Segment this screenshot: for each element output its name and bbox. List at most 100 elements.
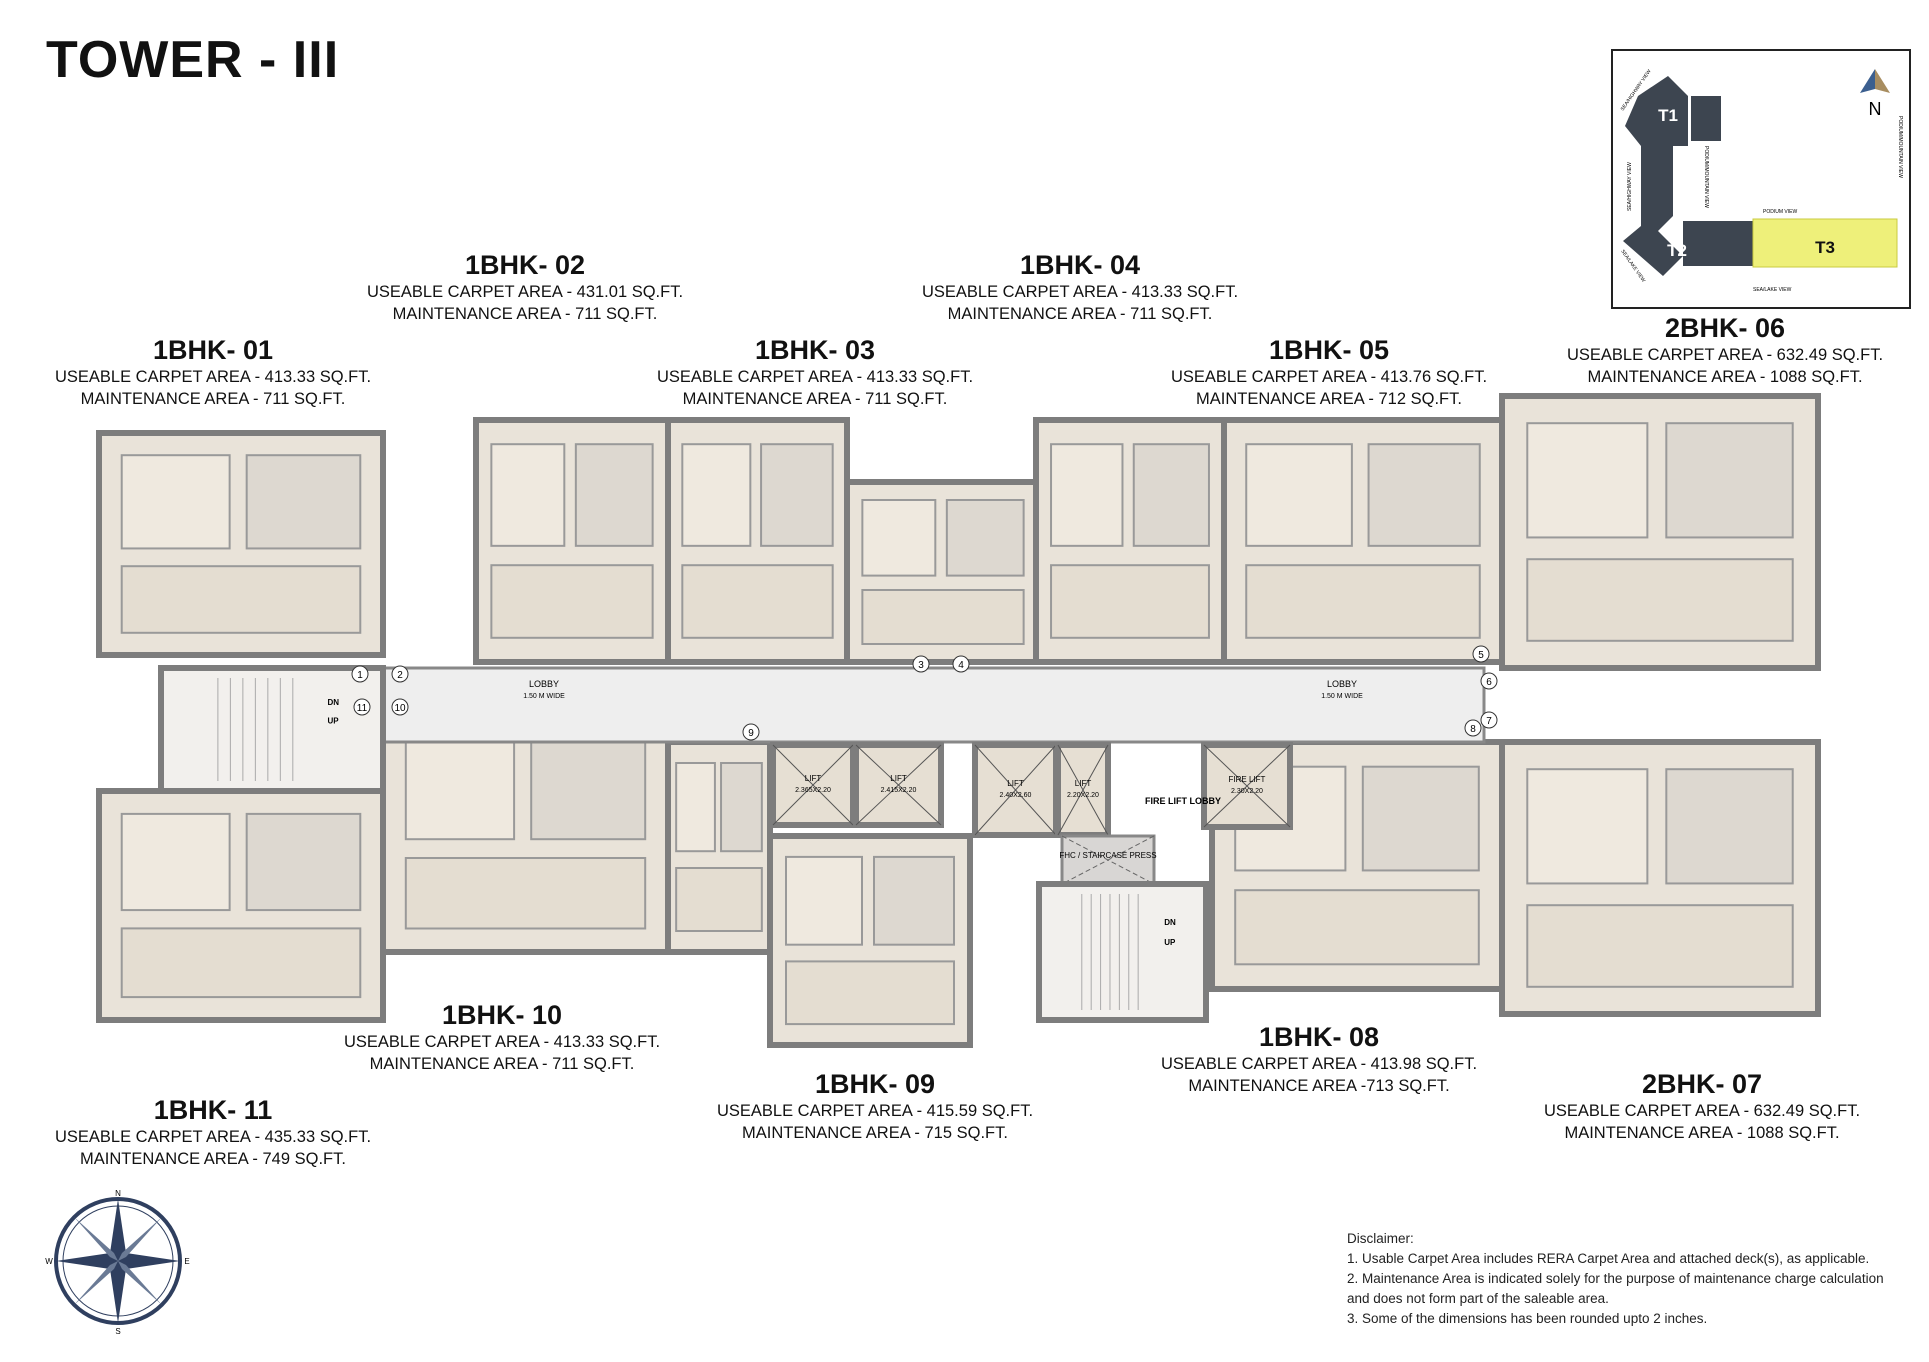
lift-label: LIFT <box>1075 779 1092 788</box>
svg-text:FIRE LIFT LOBBY: FIRE LIFT LOBBY <box>1145 796 1221 806</box>
svg-text:4: 4 <box>958 660 964 671</box>
door-number-8: 8 <box>1464 719 1482 737</box>
lift-4: LIFT 2.20X2.20 <box>1055 742 1111 838</box>
lobby-width: 1.50 M WIDE <box>523 693 565 700</box>
svg-text:N: N <box>115 1189 121 1198</box>
unit-03 <box>665 417 850 665</box>
svg-text:T1: T1 <box>1658 106 1678 125</box>
unit-07 <box>1499 739 1821 1017</box>
door-number-6: 6 <box>1480 672 1498 690</box>
unit-06 <box>1499 393 1821 671</box>
svg-text:FHC / STAIRCASE PRESS: FHC / STAIRCASE PRESS <box>1059 851 1156 860</box>
svg-text:5: 5 <box>1478 650 1484 661</box>
key-plan-map: T1 T2 T3 N SEA/HIGHWAY VIEW SEA/HIGHWAY … <box>1619 68 1903 293</box>
unit-04 <box>1033 417 1227 665</box>
svg-text:PODIUM VIEW: PODIUM VIEW <box>1763 209 1797 215</box>
lift-size: 2.20X2.20 <box>1067 792 1099 799</box>
svg-text:2: 2 <box>397 670 403 681</box>
door-number-11: 11 <box>353 698 371 716</box>
svg-text:3: 3 <box>918 660 924 671</box>
unit-03-04-living <box>844 479 1042 665</box>
door-number-4: 4 <box>952 655 970 673</box>
svg-text:E: E <box>184 1257 189 1266</box>
disclaimer: Disclaimer: 1. Usable Carpet Area includ… <box>1347 1231 1884 1326</box>
lift-label: FIRE LIFT <box>1229 775 1266 784</box>
door-numbers: 1 2 3 4 5 6 78 9 10 11 <box>351 645 1498 741</box>
svg-text:SEA/HIGHWAY VIEW: SEA/HIGHWAY VIEW <box>1627 162 1633 211</box>
door-number-10: 10 <box>391 698 409 716</box>
lobby-label: LOBBY <box>1327 679 1357 689</box>
unit-10 <box>380 714 671 955</box>
lift-label: LIFT <box>1007 779 1024 788</box>
lobby-width: 1.50 M WIDE <box>1321 693 1363 700</box>
compass-rose-icon: N S E W <box>45 1189 189 1335</box>
staircase-1: DN UP <box>158 665 386 794</box>
svg-text:10: 10 <box>394 703 406 714</box>
fire-lift-lobby: FIRE LIFT LOBBY <box>1145 796 1221 806</box>
svg-text:PODIUM/MOUNTAIN VIEW: PODIUM/MOUNTAIN VIEW <box>1703 146 1709 208</box>
svg-text:SEA/LAKE VIEW: SEA/LAKE VIEW <box>1753 287 1792 293</box>
svg-text:6: 6 <box>1486 677 1492 688</box>
unit-blocks <box>96 393 1821 1048</box>
fhc-staircase-press: FHC / STAIRCASE PRESS <box>1059 834 1157 886</box>
door-number-9: 9 <box>742 723 760 741</box>
key-plan: T1 T2 T3 N SEA/HIGHWAY VIEW SEA/HIGHWAY … <box>1611 49 1911 309</box>
lift-2: LIFT 2.415X2.20 <box>853 742 944 828</box>
svg-text:T3: T3 <box>1815 238 1835 257</box>
lift-size: 2.40X2.60 <box>1000 792 1032 799</box>
door-number-2: 2 <box>391 665 409 683</box>
lift-1: LIFT 2.365X2.20 <box>770 742 856 828</box>
svg-text:W: W <box>45 1257 53 1266</box>
page-title: TOWER - III <box>46 31 340 89</box>
lift-core: LIFT 2.365X2.20 LIFT 2.415X2.20 LIFT 2.40X2.6… <box>770 742 1293 838</box>
svg-text:11: 11 <box>357 703 368 714</box>
unit-09 <box>767 833 973 1048</box>
svg-text:T2: T2 <box>1667 241 1687 260</box>
lift-3: LIFT 2.40X2.60 <box>972 742 1059 838</box>
staircase-2: DN UP <box>1036 881 1209 1023</box>
tower-t1-t2-shape <box>1623 76 1688 276</box>
stair-up: UP <box>328 716 340 725</box>
stair-dn: DN <box>1164 918 1176 927</box>
svg-text:S: S <box>115 1327 120 1335</box>
svg-text:N: N <box>1869 99 1882 119</box>
lift-label: LIFT <box>805 774 822 783</box>
north-arrow-icon <box>1860 69 1875 93</box>
svg-text:PODIUM/MOUNTAIN VIEW: PODIUM/MOUNTAIN VIEW <box>1897 116 1903 178</box>
lift-size: 2.365X2.20 <box>795 787 831 794</box>
lift-5: FIRE LIFT 2.30X2.20 <box>1201 742 1293 830</box>
stair-dn: DN <box>328 698 340 707</box>
lobby-corridor: LOBBY 1.50 M WIDE LOBBY 1.50 M WIDE <box>381 666 1486 744</box>
svg-text:7: 7 <box>1486 716 1492 727</box>
unit-01 <box>96 430 386 658</box>
door-number-7: 7 <box>1480 711 1498 729</box>
door-number-5: 5 <box>1472 645 1490 663</box>
tower-t3-shape <box>1752 218 1898 268</box>
lift-label: LIFT <box>890 774 907 783</box>
unit-11 <box>96 788 386 1023</box>
stair-up: UP <box>1164 938 1176 947</box>
svg-text:8: 8 <box>1470 724 1476 735</box>
unit-02 <box>473 417 671 665</box>
svg-text:9: 9 <box>748 728 754 739</box>
door-number-3: 3 <box>912 655 930 673</box>
lift-size: 2.415X2.20 <box>881 787 917 794</box>
door-number-1: 1 <box>351 665 369 683</box>
staircases: DN UP DN UP <box>158 665 1209 1023</box>
unit-09-living <box>665 739 773 955</box>
lift-size: 2.30X2.20 <box>1231 788 1263 795</box>
svg-text:1: 1 <box>357 670 363 681</box>
lobby-label: LOBBY <box>529 679 559 689</box>
